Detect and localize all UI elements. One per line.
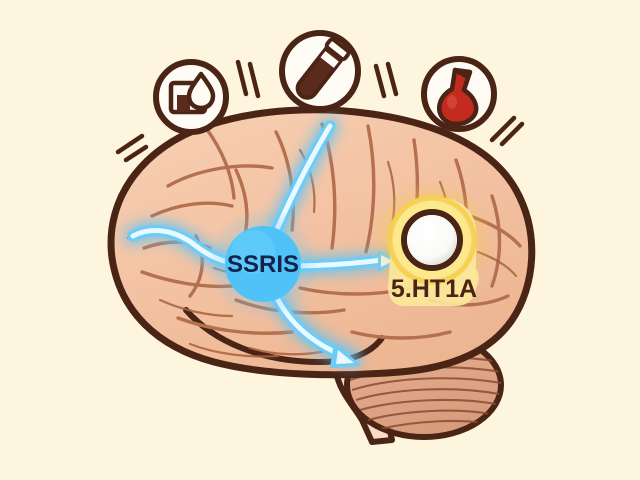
icon-test-tube[interactable]: [279, 30, 361, 112]
receptor-inner-glow-ring: [394, 202, 470, 278]
receptor-5ht1a[interactable]: 5.HT1A: [370, 180, 494, 306]
receptor-core: [407, 215, 457, 265]
node-ssris-label: SSRIS: [227, 251, 299, 278]
test-tube-icon: [295, 37, 351, 100]
node-circle: [225, 226, 301, 302]
icon-blood-flask[interactable]: [421, 56, 497, 132]
motion-marks-right: [489, 115, 525, 147]
motion-marks-group: [115, 59, 525, 163]
receptor-label: 5.HT1A: [391, 275, 477, 303]
motion-marks-left: [115, 133, 149, 163]
motion-marks-icon-gap-right: [373, 61, 399, 99]
flask-with-blood-drop-icon: [437, 67, 479, 127]
node-highlight: [231, 230, 275, 274]
receptor-ring: [401, 209, 463, 271]
icon-sample-box[interactable]: [153, 59, 229, 135]
motion-marks-icon-gap-left: [235, 59, 261, 99]
receptor-outer-ring: [387, 195, 477, 285]
node-ssris[interactable]: SSRIS: [207, 208, 319, 320]
sample-box-droplet-icon: [168, 71, 216, 115]
